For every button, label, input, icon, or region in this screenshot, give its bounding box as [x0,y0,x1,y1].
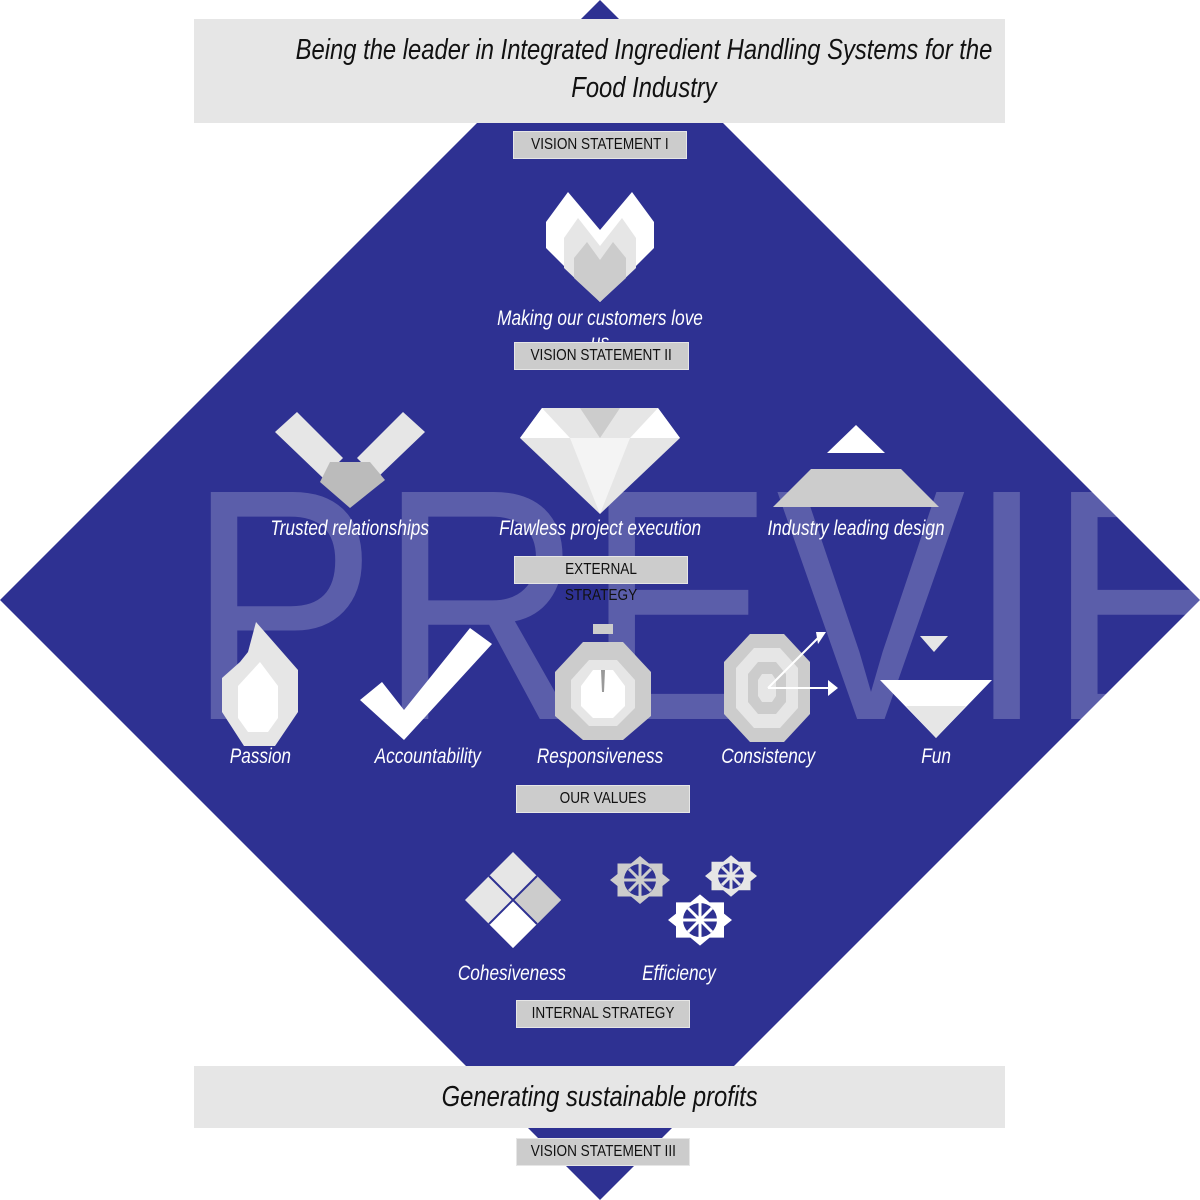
vision-statement-1-banner: Being the leader in Integrated Ingredien… [194,19,1005,123]
puzzle-icon [465,852,561,948]
target-icon [724,632,838,742]
value-label: Fun [921,745,951,768]
value-label: Passion [229,745,291,768]
vision-statement-3-banner: Generating sustainable profits [194,1066,1005,1128]
pyramid-icon [773,425,939,507]
handshake-icon [275,412,425,508]
value-label: Accountability [374,745,482,768]
cocktail-glass-icon [880,636,992,738]
vision-statement-3-tag: VISION STATEMENT III [516,1138,690,1166]
internal-strategy-tag: INTERNAL STRATEGY [516,1000,690,1028]
our-values-tag: OUR VALUES [516,785,690,813]
vision-statement-2-tag: VISION STATEMENT II [514,342,689,370]
flame-icon [222,622,298,746]
stopwatch-icon [555,624,651,740]
value-label: Consistency [721,745,815,768]
gears-icon [610,855,757,946]
heart-icon [546,192,654,302]
checkmark-icon [360,628,492,740]
value-label: Responsiveness [536,745,664,768]
internal-item-label: Cohesiveness [457,962,567,985]
external-item-label: Flawless project execution [499,517,701,540]
diamond-gem-icon [520,408,680,514]
vision-statement-1-tag: VISION STATEMENT I [513,131,687,159]
external-strategy-tag: EXTERNAL STRATEGY [514,556,688,604]
external-item-label: Industry leading design [767,517,945,540]
internal-item-label: Efficiency [642,962,716,985]
external-item-label: Trusted relationships [270,517,430,540]
